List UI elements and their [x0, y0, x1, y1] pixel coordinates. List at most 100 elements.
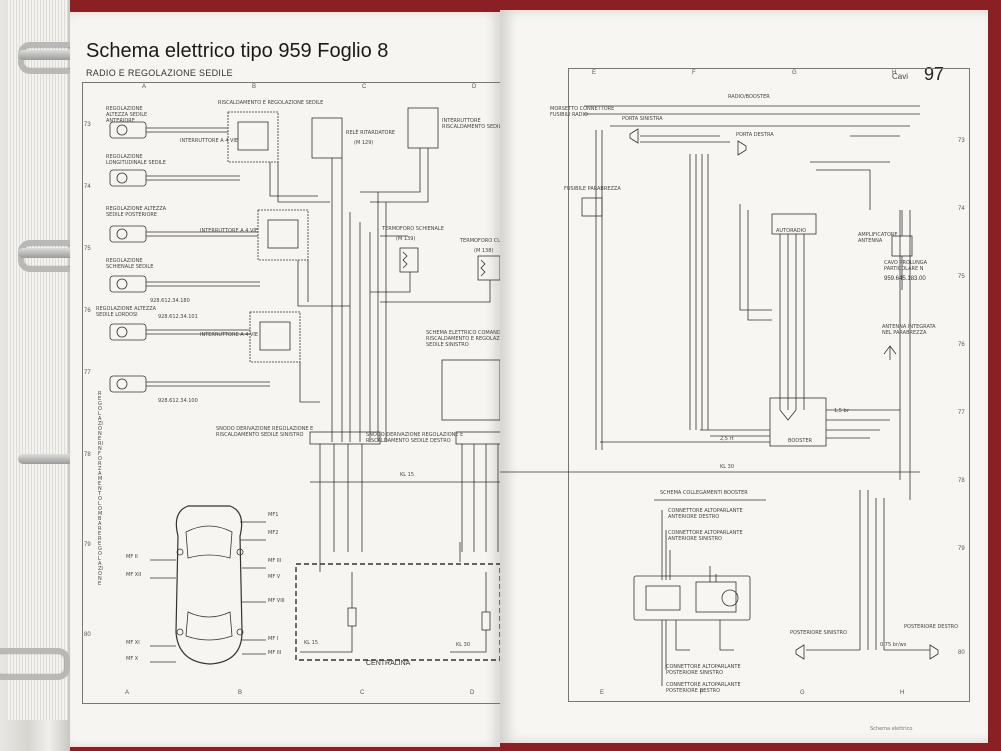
label-switch4: INTERRUTTORE A 4 VIE: [180, 138, 239, 144]
binder-ring-lower: [18, 448, 108, 478]
label-part1: 928.612.34.180: [150, 298, 190, 304]
label-mf: MF2: [268, 530, 279, 536]
grid-label-bottom: H: [900, 690, 905, 696]
grid-label-side: 73: [958, 138, 965, 144]
label-m129: (M 129): [354, 140, 374, 146]
grid-label-side: 78: [84, 452, 91, 458]
label-node-right: SNODO DERIVAZIONE REGOLAZIONE E RISCALDA…: [366, 432, 464, 444]
grid-label-bottom: A: [125, 690, 130, 696]
page-number: 97: [924, 64, 945, 84]
label-backrest: REGOLAZIONE SCHIENALE SEDILE: [106, 258, 154, 270]
grid-label-top: G: [792, 70, 797, 76]
label-amp-antenna: AMPLIFICATORE ANTENNA: [858, 232, 898, 244]
label-mf: MF III: [268, 650, 282, 656]
label-part-no: 959.645.183.00: [884, 276, 926, 282]
label-schema-seat: SCHEMA ELETTRICO COMANDO RISCALDAMENTO E…: [426, 330, 513, 348]
label-conn-rear-left: CONNETTORE ALTOPARLANTE POSTERIORE SINIS…: [666, 664, 741, 676]
page-title: Schema elettrico tipo 959 Foglio 8: [86, 40, 389, 62]
label-integrated-antenna: ANTENNA INTEGRATA NEL PARABREZZA: [882, 324, 936, 336]
grid-label-bottom: C: [360, 690, 365, 696]
label-conn-front-left: CONNETTORE ALTOPARLANTE ANTERIORE SINIST…: [668, 530, 743, 542]
label-front-height: REGOLAZIONE ALTEZZA SEDILE ANTERIORE: [106, 106, 148, 124]
label-conn-rear-right: CONNETTORE ALTOPARLANTE POSTERIORE DESTR…: [666, 682, 741, 694]
label-lengthwise: REGOLAZIONE LONGITUDINALE SEDILE: [106, 154, 166, 166]
label-radio-booster: RADIO/BOOSTER: [728, 94, 770, 100]
label-rear-right: POSTERIORE DESTRO: [904, 624, 959, 630]
left-schematic: [109, 107, 500, 665]
grid-label-side: 79: [958, 546, 965, 552]
label-node-left: SNODO DERIVAZIONE REGOLAZIONE E RISCALDA…: [216, 426, 314, 438]
label-part3: 928.612.34.101: [158, 314, 198, 320]
cavi-label: Cavi: [892, 72, 909, 81]
label-wire-25: 2,5 rt: [720, 436, 734, 442]
label-mf: MF II: [126, 554, 138, 560]
label-delay-relay: RELÈ RITARDATORE: [346, 130, 396, 136]
label-booster: BOOSTER: [788, 438, 813, 444]
label-m139: (M 139): [396, 236, 416, 242]
label-mf: MF X: [126, 656, 139, 662]
label-booster-schema: SCHEMA COLLEGAMENTI BOOSTER: [660, 490, 748, 496]
grid-label-top: E: [592, 70, 597, 76]
label-right-door: PORTA DESTRA: [736, 132, 774, 138]
label-rear-left: POSTERIORE SINISTRO: [790, 630, 847, 636]
grid-label-top: F: [692, 70, 696, 76]
grid-label-top: A: [142, 84, 147, 90]
label-mf: MF XI: [126, 640, 140, 646]
grid-label-top: B: [252, 84, 257, 90]
grid-label-top: D: [472, 84, 477, 90]
label-kl15-centralina: KL 15: [304, 640, 319, 646]
label-cable-ext: CAVO PROLUNGA PARTICOLARE N: [884, 260, 928, 272]
grid-label-top: C: [362, 84, 367, 90]
label-mf: MF III: [268, 558, 282, 564]
label-left-door: PORTA SINISTRA: [622, 116, 663, 122]
page-stack-edges: [8, 0, 68, 720]
label-antenna-fuse: FUSIBILE PARABREZZA: [564, 186, 621, 192]
grid-label-side: 78: [958, 478, 965, 484]
grid-label-side: 75: [84, 246, 91, 252]
label-wire-075: 0,75 br/ws: [880, 642, 907, 648]
label-wire-15: 1,5 br: [834, 408, 849, 414]
grid-label-bottom: B: [238, 690, 243, 696]
grid-label-side: 80: [84, 632, 91, 638]
label-autoradio: AUTORADIO: [776, 228, 807, 234]
label-kl15: KL 15: [400, 472, 415, 478]
grid-label-bottom: D: [470, 690, 475, 696]
label-heating-switch: INTERRUTTORE RISCALDAMENTO SEDILE: [442, 118, 505, 130]
grid-label-side: 73: [84, 122, 91, 128]
grid-label-side: 74: [958, 206, 965, 212]
grid-label-side: 80: [958, 650, 965, 656]
grid-label-side: 79: [84, 542, 91, 548]
label-conn-front-right: CONNETTORE ALTOPARLANTE ANTERIORE DESTRO: [668, 508, 743, 520]
label-lordosis: REGOLAZIONE ALTEZZA SEDILE LORDOSI: [96, 306, 157, 318]
label-switch4: INTERRUTTORE A 4 VIE: [200, 228, 259, 234]
label-vertical-note: REGOLAZIONE RINFORZAMENTO LOMBARE REGOLA…: [98, 391, 103, 587]
grid-label-side: 74: [84, 184, 91, 190]
grid-label-side: 75: [958, 274, 965, 280]
grid-label-side: 76: [84, 308, 91, 314]
grid-label-bottom: F: [700, 690, 704, 696]
label-mf: MF I: [268, 636, 279, 642]
label-centralina: CENTRALINA: [366, 660, 411, 667]
label-fuse-connector: MORSETTO CONNETTORE FUSIBILI RADIO: [550, 106, 615, 118]
label-mf: MF VIII: [268, 598, 285, 604]
label-mf: MF1: [268, 512, 279, 518]
grid-label-top: H: [892, 70, 897, 76]
label-part2: 928.612.34.100: [158, 398, 198, 404]
left-page: Schema elettrico tipo 959 Foglio 8 RADIO…: [70, 12, 517, 747]
label-backrest-heater: TERMOFORO SCHIENALE: [382, 226, 444, 232]
label-m138: (M 138): [474, 248, 494, 254]
label-switch4: INTERRUTTORE A 4 VIE: [200, 332, 259, 338]
label-kl30: KL 30: [456, 642, 471, 648]
grid-label-bottom: G: [800, 690, 805, 696]
label-mf: MF XII: [126, 572, 142, 578]
grid-label-side: 76: [958, 342, 965, 348]
label-rear-height: REGOLAZIONE ALTEZZA SEDILE POSTERIORE: [106, 206, 167, 218]
right-schematic: [500, 105, 939, 686]
label-cushion-heater: TERMOFORO CUSCINO: [460, 238, 517, 244]
right-page: Cavi 97 E F G H E F G H 73 74 75 76 77 7…: [500, 10, 988, 743]
grid-label-side: 77: [958, 410, 965, 416]
label-seat-section: RISCALDAMENTO E REGOLAZIONE SEDILE: [218, 100, 324, 106]
label-mf: MF V: [268, 574, 281, 580]
label-kl30: KL 30: [720, 464, 735, 470]
grid-label-bottom: E: [600, 690, 605, 696]
